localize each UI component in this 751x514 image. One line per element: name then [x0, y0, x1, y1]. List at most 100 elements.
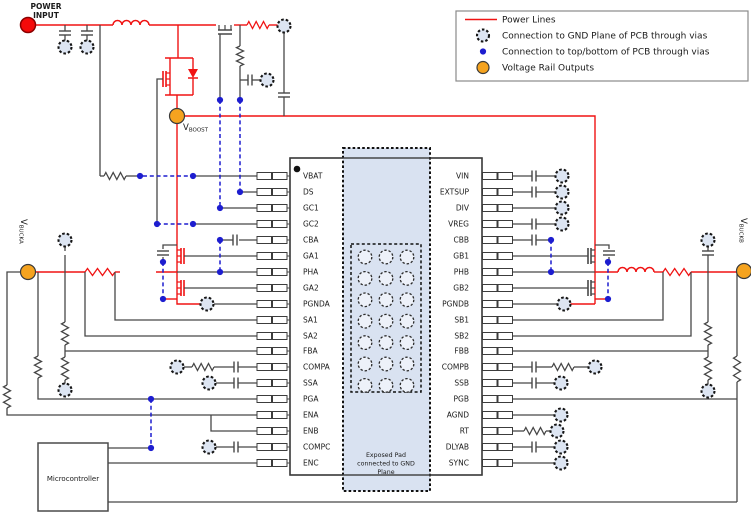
pin-pad — [272, 332, 288, 340]
exposed-pad-text-3: Plane — [377, 469, 394, 476]
pin-pad — [497, 236, 513, 244]
pin-pad — [482, 443, 498, 451]
pin-label-PGA: PGA — [303, 395, 319, 404]
resistor — [2, 384, 12, 409]
pad-via-icon — [357, 270, 373, 286]
vboost-label-main: V — [183, 123, 189, 133]
layer-via-icon — [547, 268, 555, 276]
inductor — [617, 266, 655, 273]
pin-pad — [256, 300, 272, 308]
gnd-via-icon — [201, 439, 217, 455]
pin-pad — [482, 188, 498, 196]
legend: Power Lines Connection to GND Plane of P… — [455, 10, 749, 82]
gnd-via-icon — [553, 439, 569, 455]
pin-label-SYNC: SYNC — [449, 459, 469, 468]
layer-via-icon — [136, 172, 144, 180]
pad-via-icon — [399, 249, 415, 265]
pin-pad — [272, 220, 288, 228]
pin-pad — [256, 236, 272, 244]
pad-via-icon — [378, 356, 394, 372]
pin-pad — [256, 443, 272, 451]
layer-via-icon — [236, 96, 244, 104]
pin-pad — [272, 316, 288, 324]
pin-pad — [272, 427, 288, 435]
rail-output-icon — [19, 263, 37, 281]
pin-pad — [272, 443, 288, 451]
power-input-label-2: INPUT — [33, 11, 60, 20]
vbucka-label-sub: BUCKA — [18, 225, 24, 244]
pin-label-DLYAB: DLYAB — [446, 443, 469, 452]
signal-trace — [6, 408, 257, 416]
pin-label-DIV: DIV — [456, 204, 470, 213]
layer-via-icon — [153, 220, 161, 228]
signal-trace — [6, 271, 20, 385]
pin-pad — [272, 459, 288, 467]
pad-via-icon — [378, 313, 394, 329]
pin-pad — [497, 188, 513, 196]
layer-via-icon — [147, 395, 155, 403]
exposed-pad-inner — [350, 243, 422, 393]
pin-pad — [497, 459, 513, 467]
pin-label-COMPC: COMPC — [303, 443, 330, 452]
gnd-via-icon — [549, 423, 565, 439]
pin-pad — [482, 363, 498, 371]
resistor — [703, 356, 713, 381]
pad-via-icon — [378, 249, 394, 265]
pin-label-GA1: GA1 — [303, 252, 319, 261]
pin-pad — [256, 427, 272, 435]
gnd-via-icon — [199, 296, 215, 312]
gnd-via-icon — [553, 407, 569, 423]
layer-via-icon — [604, 258, 612, 266]
pin-pad — [497, 379, 513, 387]
pin-pad — [256, 395, 272, 403]
pin-label-ENB: ENB — [303, 427, 319, 436]
pin-pad — [497, 332, 513, 340]
pin-pad — [497, 220, 513, 228]
pin-pad — [272, 252, 288, 260]
pin-pad — [497, 363, 513, 371]
layer-via-icon — [236, 188, 244, 196]
gnd-via-icon — [79, 39, 95, 55]
layer-via-icon — [216, 204, 224, 212]
pin-label-CBA: CBA — [303, 236, 319, 245]
pin-label-GC1: GC1 — [303, 204, 319, 213]
resistor — [84, 267, 116, 277]
legend-label-power-lines: Power Lines — [502, 16, 556, 26]
resistor — [103, 171, 127, 181]
pin-pad — [497, 172, 513, 180]
pad-via-icon — [378, 335, 394, 351]
pin-pad — [497, 427, 513, 435]
exposed-pad-text-2: connected to GND — [357, 461, 415, 468]
microcontroller-label: Microcontroller — [47, 475, 99, 483]
pin-label-VIN: VIN — [456, 172, 469, 181]
rail-output-icon — [476, 60, 490, 75]
rail-output-icon — [735, 262, 751, 280]
pad-via-icon — [399, 313, 415, 329]
pin-pad — [482, 316, 498, 324]
pin-label-PGNDA: PGNDA — [303, 300, 331, 309]
pin-label-SSB: SSB — [454, 379, 469, 388]
gnd-via-icon — [587, 359, 603, 375]
pin-pad — [497, 204, 513, 212]
resistor — [60, 321, 70, 346]
pad-via-icon — [399, 270, 415, 286]
pin-pad — [482, 284, 498, 292]
pin-label-PGB: PGB — [454, 395, 469, 404]
signal-trace — [114, 272, 257, 321]
gnd-via-icon — [556, 296, 572, 312]
layer-via-icon — [189, 172, 197, 180]
pin-label-SB2: SB2 — [454, 332, 469, 341]
pin-label-RT: RT — [460, 427, 470, 436]
pin-pad — [256, 459, 272, 467]
pad-via-icon — [399, 377, 415, 393]
pad-via-icon — [399, 335, 415, 351]
pin-label-PHB: PHB — [454, 268, 469, 277]
pad-via-icon — [378, 270, 394, 286]
vbuckb-label-main: V — [738, 218, 748, 224]
pin-pad — [482, 411, 498, 419]
pin-label-SB1: SB1 — [454, 316, 469, 325]
pin-label-COMPB: COMPB — [442, 363, 469, 372]
gnd-via-icon — [276, 18, 292, 34]
pin-pad — [272, 268, 288, 276]
pin-pad — [256, 316, 272, 324]
